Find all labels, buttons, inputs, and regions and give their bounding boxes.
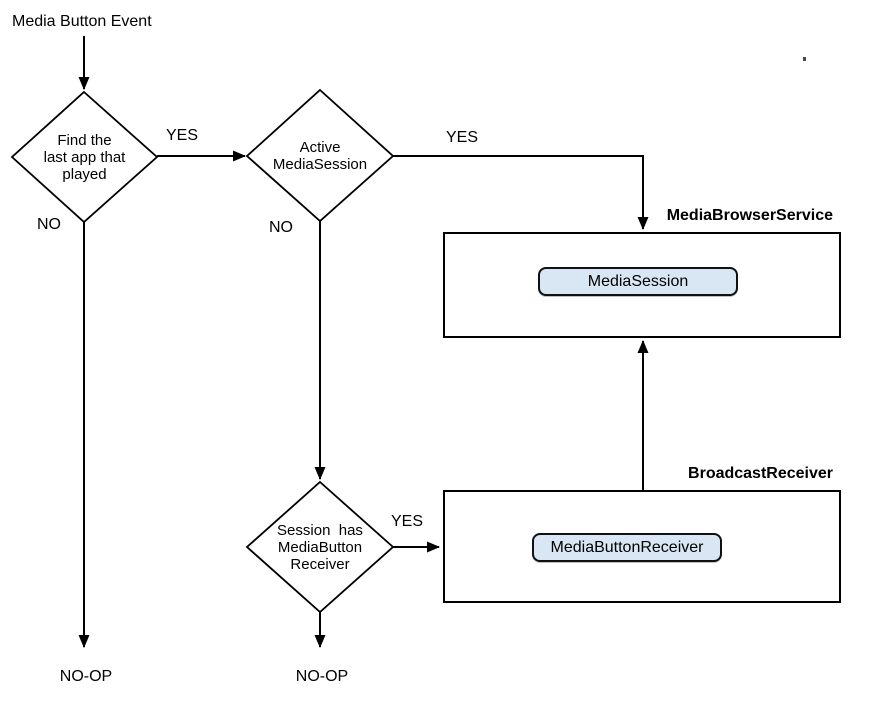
decision2-diamond [245,88,395,223]
noop-left-label: NO-OP [59,668,113,685]
edge-label-d1-yes: YES [165,127,198,144]
decision3-text: Session has MediaButton Receiver [277,521,363,573]
decision1-diamond [10,90,159,224]
start-label: Media Button Event [12,13,152,30]
broadcastreceiver-title: BroadcastReceiver [688,465,833,482]
mediasession-chip-label: MediaSession [587,272,689,290]
stray-dot [803,57,806,61]
edge-label-d2-yes: YES [445,129,478,146]
decision3-diamond [245,480,395,614]
decision2-text: Active MediaSession [272,138,368,173]
mediabuttonreceiver-chip: MediaButtonReceiver [532,533,722,562]
mediabrowserservice-title: MediaBrowserService [666,207,833,224]
edge-label-d2-no: NO [269,219,293,236]
mediasession-chip: MediaSession [538,267,738,296]
decision1-text: Find the last app that played [43,131,126,183]
mediabuttonreceiver-chip-label: MediaButtonReceiver [550,538,704,556]
noop-mid-label: NO-OP [295,668,349,685]
arrow-decision2-yes-to-mediabrowserservice [393,155,649,230]
edge-label-d3-yes: YES [390,513,423,530]
edge-label-d1-no: NO [37,216,61,233]
